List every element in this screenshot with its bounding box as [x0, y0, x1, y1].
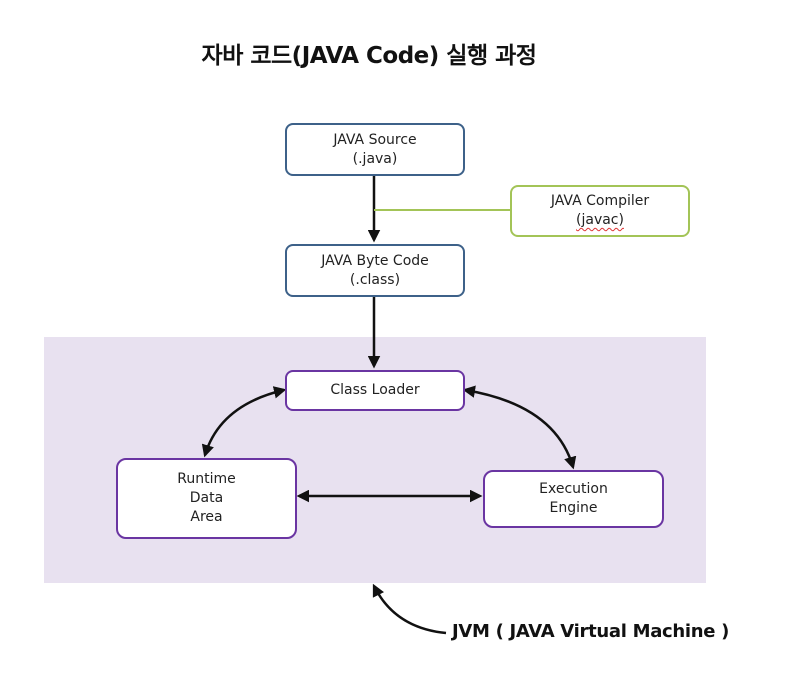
- java-source-box: JAVA Source (.java): [285, 123, 465, 176]
- java-compiler-box: JAVA Compiler (javac): [510, 185, 690, 237]
- execution-engine-box: Execution Engine: [483, 470, 664, 528]
- java-source-ext: (.java): [352, 150, 398, 167]
- java-bytecode-ext: (.class): [349, 271, 401, 288]
- execution-label-line1: Execution: [539, 481, 608, 497]
- arrow-class-loader-runtime: [201, 386, 287, 458]
- arrow-class-loader-execution: [462, 385, 577, 470]
- runtime-label-line2: Data: [189, 490, 224, 506]
- class-loader-box: Class Loader: [285, 370, 465, 411]
- runtime-label-line3: Area: [190, 509, 223, 525]
- jvm-label: JVM ( JAVA Virtual Machine ): [452, 621, 730, 642]
- java-bytecode-label: JAVA Byte Code: [321, 252, 429, 269]
- java-source-label: JAVA Source: [333, 131, 417, 148]
- diagram-title: 자바 코드(JAVA Code) 실행 과정: [201, 43, 537, 69]
- java-bytecode-box: JAVA Byte Code (.class): [285, 244, 465, 297]
- java-compiler-label: JAVA Compiler: [550, 193, 650, 209]
- jvm-label-pointer: [372, 583, 447, 635]
- class-loader-label: Class Loader: [330, 382, 420, 398]
- runtime-label-line1: Runtime: [177, 471, 236, 487]
- runtime-data-area-box: Runtime Data Area: [116, 458, 297, 539]
- java-compiler-cmd: (javac): [576, 212, 624, 228]
- execution-label-line2: Engine: [549, 500, 598, 516]
